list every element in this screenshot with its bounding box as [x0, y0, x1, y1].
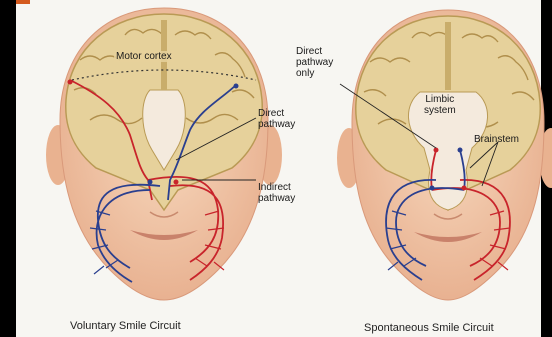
label-limbic-system: Limbic system [424, 94, 456, 116]
left-node-mid-2 [174, 180, 179, 185]
left-node-blue [234, 84, 239, 89]
right-node-3 [430, 186, 435, 191]
right-midline [445, 22, 451, 90]
right-node-2 [458, 148, 463, 153]
label-indirect-pathway: Indirect pathway [258, 182, 295, 204]
label-direct-pathway-only: Direct pathway only [296, 46, 333, 79]
label-direct-pathway: Direct pathway [258, 108, 295, 130]
right-head [337, 10, 552, 300]
label-motor-cortex: Motor cortex [114, 51, 174, 62]
caption-voluntary: Voluntary Smile Circuit [70, 320, 181, 332]
right-node-1 [434, 148, 439, 153]
label-brainstem: Brainstem [474, 134, 519, 145]
left-node-red [68, 80, 73, 85]
left-node-mid-1 [148, 180, 153, 185]
right-node-4 [462, 186, 467, 191]
caption-spontaneous: Spontaneous Smile Circuit [364, 322, 494, 334]
